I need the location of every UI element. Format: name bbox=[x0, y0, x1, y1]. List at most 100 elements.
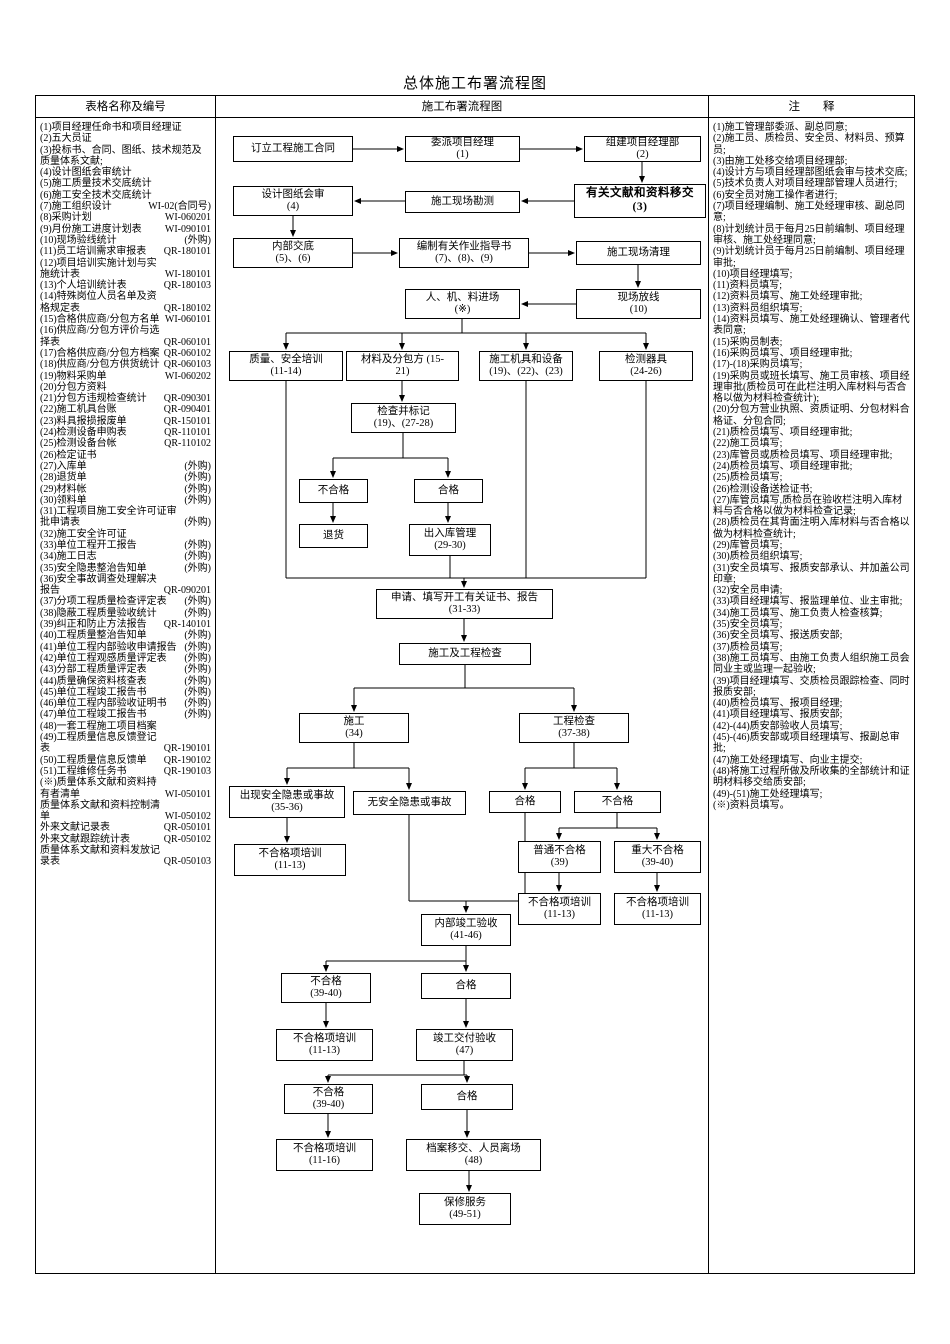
form-entry-name: (14)特殊岗位人员名单及资格规定表 bbox=[40, 291, 157, 314]
form-entry-code: (外购) bbox=[184, 607, 211, 619]
flow-node: 保修服务 (49-51) bbox=[419, 1193, 511, 1225]
form-entry-code: QR-180102 bbox=[163, 302, 211, 314]
note-entry: (16)采购员填写、项目经理审批; bbox=[713, 347, 853, 359]
flow-node: 不合格项培训 (11-13) bbox=[518, 893, 601, 925]
note-entry: (14)资料员填写、施工处经理确认、管理者代表同意; bbox=[713, 314, 910, 337]
flow-node: 出现安全隐患或事故 (35-36) bbox=[229, 786, 345, 818]
form-entry-name: (38)隐蔽工程质量验收统计 bbox=[40, 607, 157, 619]
layout-table: 表格名称及编号 (1)项目经理任命书和项目经理证 (2)五大员证 (3)投标书、… bbox=[35, 95, 915, 1274]
form-entry: (38)隐蔽工程质量验收统计 (外购) bbox=[40, 608, 211, 619]
flow-node: 检查并标记 (19)、(27-28) bbox=[351, 403, 456, 433]
note-entry: (48)将施工过程所做及所收集的全部统计和证明材料移交给质安部; bbox=[713, 765, 910, 789]
flow-node: 内部竣工验收 (41-46) bbox=[421, 914, 511, 946]
form-entry-code: (外购) bbox=[184, 551, 211, 563]
form-entry-code: QR-060103 bbox=[163, 359, 211, 371]
flow-node: 现场放线 (10) bbox=[576, 289, 701, 319]
form-entry-code: (外购) bbox=[184, 460, 211, 472]
note-entry: (32)安全员申请; bbox=[713, 585, 783, 597]
form-entry-name: 质量体系文献和资料控制清单 bbox=[40, 799, 160, 823]
form-entry-code: WI-02(合同号) bbox=[148, 201, 211, 213]
form-entry: (4)设计图纸会审统计 bbox=[40, 167, 211, 178]
note-entry: (33)项目经理填写、报监理单位、业主审批; bbox=[713, 596, 903, 608]
form-entry-name: (4)设计图纸会审统计 bbox=[40, 167, 132, 179]
form-entry: (37)分项工程质量检查评定表 (外购) bbox=[40, 596, 211, 607]
form-entry: (47)单位工程竣工报告书 (外购) bbox=[40, 709, 211, 720]
form-entry-name: 质量体系文献和资料发放记录表 bbox=[40, 845, 160, 868]
form-entry-name: (20)分包方资料 bbox=[40, 381, 107, 393]
form-entry-name: (18)供应商/分包方供货统计 bbox=[40, 359, 160, 371]
form-entry-name: (44)质量确保资料核查表 bbox=[40, 675, 147, 687]
form-entry: (8)采购计划 WI-060201 bbox=[40, 212, 211, 223]
form-entry: (3)投标书、合同、图纸、技术规范及质量体系文献; bbox=[40, 145, 211, 168]
form-entry-name: (40)工程质量整治告知单 bbox=[40, 630, 147, 642]
form-entry-code: WI-090101 bbox=[164, 223, 211, 235]
note-entry: (47)施工处经理填写、向业主提交; bbox=[713, 754, 863, 766]
flow-node: 委派项目经理 (1) bbox=[405, 136, 520, 162]
form-entry-code: QR-110102 bbox=[164, 438, 211, 450]
form-entry-code: (外购) bbox=[184, 686, 211, 698]
form-entry: (23)料具报损报废单 QR-150101 bbox=[40, 416, 211, 427]
form-entry: (28)退货单 (外购) bbox=[40, 472, 211, 483]
note-entry: (2)施工员、质检员、安全员、材料员、预算员; bbox=[713, 133, 905, 156]
form-entry-code: (外购) bbox=[184, 709, 211, 721]
form-entry: (27)入库单 (外购) bbox=[40, 461, 211, 472]
form-entry-code: (外购) bbox=[184, 539, 211, 551]
form-entry-name: (30)领料单 bbox=[40, 494, 87, 506]
form-entry: (35)安全隐患整治告知单 (外购) bbox=[40, 563, 211, 574]
page-title: 总体施工布署流程图 bbox=[402, 76, 547, 92]
form-entry: (21)分包方违规检查统计 QR-090301 bbox=[40, 393, 211, 404]
flow-node: 合格 bbox=[489, 791, 561, 813]
note-entry: (※)资料员填写。 bbox=[713, 799, 790, 811]
form-entry-code: (外购) bbox=[184, 596, 211, 608]
form-entry-code: QR-180101 bbox=[163, 246, 211, 258]
form-entry-name: (26)检定证书 bbox=[40, 449, 97, 461]
flow-node: 不合格项培训 (11-13) bbox=[234, 844, 346, 876]
form-entry-code: (外购) bbox=[184, 494, 211, 506]
form-entry: (18)供应商/分包方供货统计 QR-060103 bbox=[40, 359, 211, 370]
flow-node: 申请、填写开工有关证书、报告 (31-33) bbox=[376, 589, 553, 619]
form-entry-code: (外购) bbox=[184, 517, 211, 529]
form-entry-name: (29)材料帐 bbox=[40, 483, 87, 495]
form-entry-name: (12)项目培训实施计划与实施统计表 bbox=[40, 257, 157, 280]
note-entry: (24)质检员填写、项目经理审批; bbox=[713, 460, 853, 472]
form-entry-name: (7)施工组织设计 bbox=[40, 201, 112, 213]
note-entry: (38)施工员填写、由施工负责人组织施工员会同业主或监理一起验收; bbox=[713, 652, 910, 676]
note-entry: (5)技术负责人对项目经理部管理人员进行; bbox=[713, 178, 898, 190]
flow-node: 质量、安全培训 (11-14) bbox=[229, 351, 343, 381]
form-entry: 外来文献记录表 QR-050101 bbox=[40, 822, 211, 833]
form-entry: (5)施工质量技术交底统计 bbox=[40, 178, 211, 189]
notes-column-header: 注 释 bbox=[709, 96, 914, 118]
flow-node: 组建项目经理部 (2) bbox=[584, 136, 701, 162]
form-entry: (46)单位工程内部验收证明书 (外购) bbox=[40, 698, 211, 709]
form-entry-name: (42)单位工程观感质量评定表 bbox=[40, 652, 167, 664]
form-entry-code: QR-050101 bbox=[163, 822, 211, 834]
flow-node: 退货 bbox=[299, 524, 368, 548]
form-entry-name: (32)施工安全许可证 bbox=[40, 528, 127, 540]
form-entry: (7)施工组织设计 WI-02(合同号) bbox=[40, 201, 211, 212]
note-entry: (15)采购员制表; bbox=[713, 336, 783, 348]
form-entry: (49)工程质量信息反馈登记表 QR-190101 bbox=[40, 732, 211, 755]
flow-node: 出入库管理 (29-30) bbox=[409, 524, 491, 556]
form-entry-name: (15)合格供应商/分包方名单 bbox=[40, 314, 160, 326]
form-entry-name: (10)现场验线统计 bbox=[40, 234, 117, 246]
form-entry-name: (23)料具报损报废单 bbox=[40, 415, 127, 427]
note-entry: (21)质检员填写、项目经理审批; bbox=[713, 427, 853, 439]
form-entry: (51)工程维修任务书 QR-190103 bbox=[40, 766, 211, 777]
forms-list: (1)项目经理任命书和项目经理证 (2)五大员证 (3)投标书、合同、图纸、技术… bbox=[36, 118, 215, 868]
form-entry-code: (外购) bbox=[184, 562, 211, 574]
note-entry: (12)资料员填写、施工处经理审批; bbox=[713, 291, 863, 303]
form-entry: (41)单位工程内部验收申请报告 (外购) bbox=[40, 642, 211, 653]
note-entry: (4)设计方与项目经理部图纸会审与技术交底; bbox=[713, 167, 908, 179]
flow-node: 无安全隐患或事故 bbox=[353, 791, 466, 815]
note-entry: (37)质检员填写; bbox=[713, 641, 783, 653]
form-entry-code: QR-050102 bbox=[163, 833, 211, 845]
note-entry: (40)质检员填写、报项目经理; bbox=[713, 698, 843, 710]
flow-node: 工程检查 (37-38) bbox=[519, 713, 629, 743]
form-entry-name: (21)分包方违规检查统计 bbox=[40, 393, 147, 405]
notes-column: 注 释 (1)施工管理部委派、副总同意; (2)施工员、质检员、安全员、材料员、… bbox=[709, 96, 914, 1273]
note-entry: (42)-(44)质安部验收人员填写; bbox=[713, 720, 843, 732]
flowchart-column: 施工布署流程图 bbox=[216, 96, 709, 1273]
form-entry: (17)合格供应商/分包方档案 QR-060102 bbox=[40, 348, 211, 359]
form-entry-name: (37)分项工程质量检查评定表 bbox=[40, 596, 167, 608]
note-entry: (39)项目经理填写、交质检员跟踪检查、同时报质安部; bbox=[713, 675, 910, 698]
